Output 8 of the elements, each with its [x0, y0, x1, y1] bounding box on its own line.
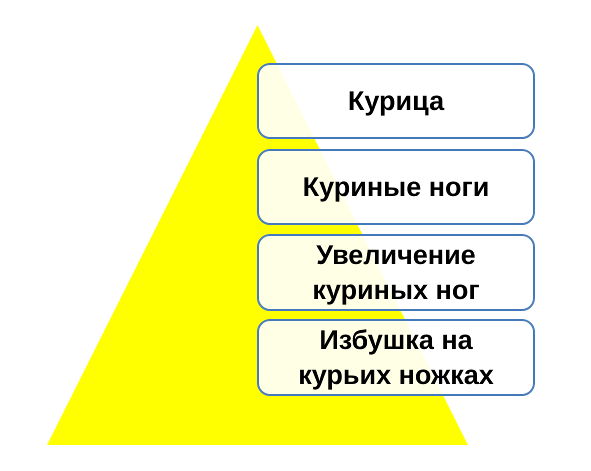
level-box [257, 319, 535, 396]
level-box [257, 63, 535, 139]
level-label: Избушка на курьих ножках [297, 324, 495, 392]
level-label: Курица [348, 84, 444, 118]
level-box [257, 149, 535, 225]
level-label: Увеличение куриных ног [311, 238, 481, 307]
level-label: Куриные ноги [302, 170, 490, 204]
level-box [257, 234, 535, 311]
